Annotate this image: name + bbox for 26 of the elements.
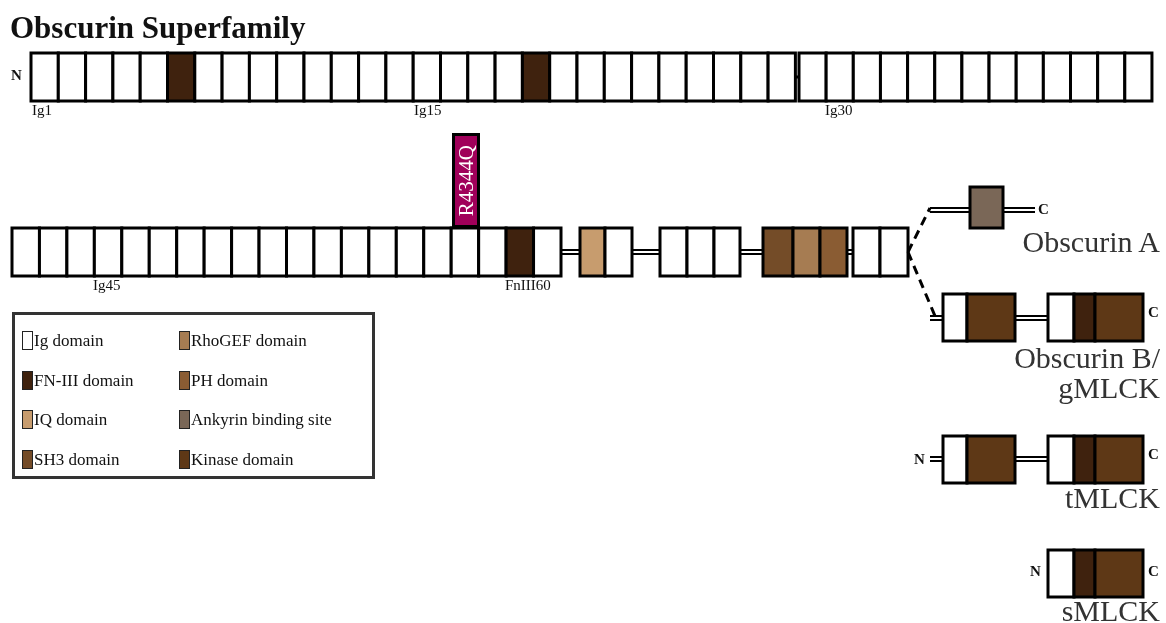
isoform-name: Obscurin A	[1022, 227, 1160, 257]
domain-number: Ig15	[414, 103, 442, 118]
legend-label: PH domain	[191, 371, 268, 389]
terminus-label: C	[1038, 202, 1049, 217]
title: Obscurin Superfamily	[10, 12, 306, 43]
isoform-name: tMLCK	[1065, 483, 1160, 513]
isoform-name: Obscurin B/ gMLCK	[1013, 343, 1160, 403]
legend-label: Ig domain	[34, 332, 104, 349]
domain-number: Ig45	[93, 278, 121, 293]
legend-label: IQ domain	[34, 411, 108, 428]
terminus-label: C	[1148, 564, 1159, 579]
legend-label: Kinase domain	[191, 450, 294, 468]
domain-number: FnIII60	[505, 278, 551, 293]
terminus-label: N	[11, 68, 22, 83]
terminus-label: C	[1148, 447, 1159, 462]
legend-label: FN-III domain	[34, 371, 134, 389]
legend-label: Ankyrin binding site	[191, 411, 332, 428]
domain-number: Ig30	[825, 103, 853, 118]
legend-label: RhoGEF domain	[191, 332, 307, 349]
mutation-box: R4344Q	[452, 133, 480, 228]
terminus-label: N	[914, 452, 925, 467]
legend-label: SH3 domain	[34, 450, 120, 468]
terminus-label: C	[1148, 305, 1159, 320]
terminus-label: N	[1030, 564, 1041, 579]
domain-number: Ig1	[32, 103, 52, 118]
isoform-name: sMLCK	[1061, 596, 1160, 623]
